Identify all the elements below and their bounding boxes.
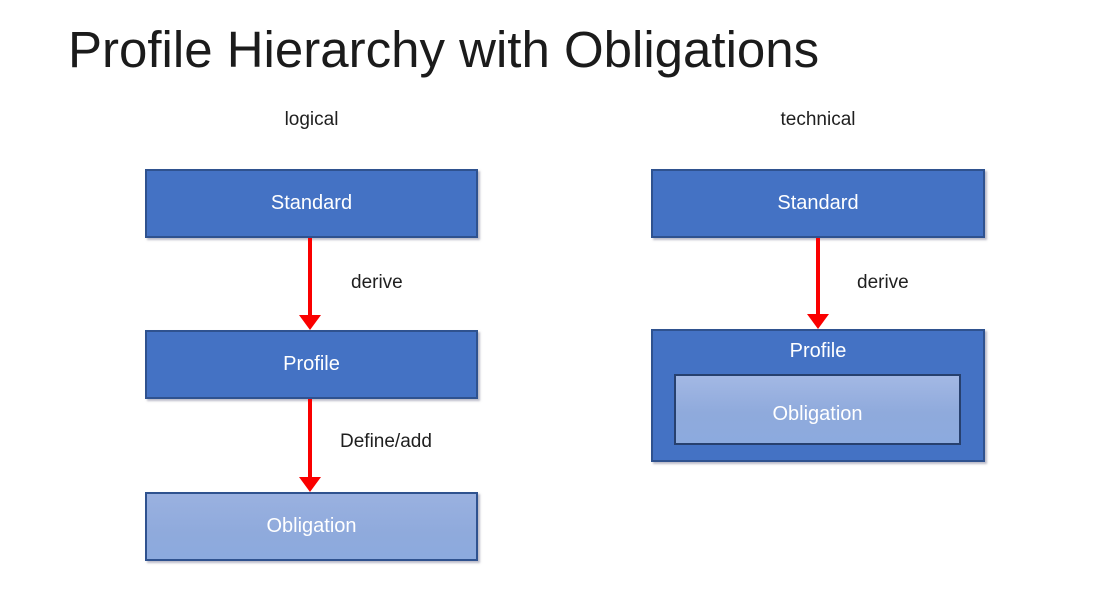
- node-obligation-logical-label: Obligation: [266, 515, 357, 537]
- node-obligation-technical-label: Obligation: [772, 402, 863, 425]
- column-label-technical: technical: [780, 109, 856, 130]
- node-standard-technical-label: Standard: [777, 192, 859, 214]
- node-profile-logical: Profile: [145, 330, 478, 399]
- node-standard-technical: Standard: [651, 169, 985, 238]
- define-add-arrow-logical-icon: [299, 399, 321, 492]
- node-profile-technical-label: Profile: [789, 340, 847, 362]
- arrow-head-icon: [299, 315, 321, 330]
- node-standard-logical-label: Standard: [270, 192, 353, 214]
- node-profile-technical: Profile Obligation: [651, 329, 985, 462]
- arrow-stem: [816, 238, 820, 314]
- node-standard-logical: Standard: [145, 169, 478, 238]
- edge-label-derive-technical: derive: [857, 272, 909, 293]
- column-label-logical: logical: [284, 109, 339, 130]
- arrow-stem: [308, 399, 312, 477]
- node-obligation-technical: Obligation: [674, 374, 961, 445]
- derive-arrow-logical-icon: [299, 238, 321, 330]
- node-profile-logical-label: Profile: [283, 353, 340, 375]
- edge-label-derive-logical: derive: [351, 272, 403, 293]
- page-title: Profile Hierarchy with Obligations: [68, 21, 820, 78]
- arrow-stem: [308, 238, 312, 315]
- edge-label-define-add-logical: Define/add: [340, 431, 432, 452]
- arrow-head-icon: [807, 314, 829, 329]
- arrow-head-icon: [299, 477, 321, 492]
- node-obligation-logical: Obligation: [145, 492, 478, 561]
- derive-arrow-technical-icon: [807, 238, 829, 329]
